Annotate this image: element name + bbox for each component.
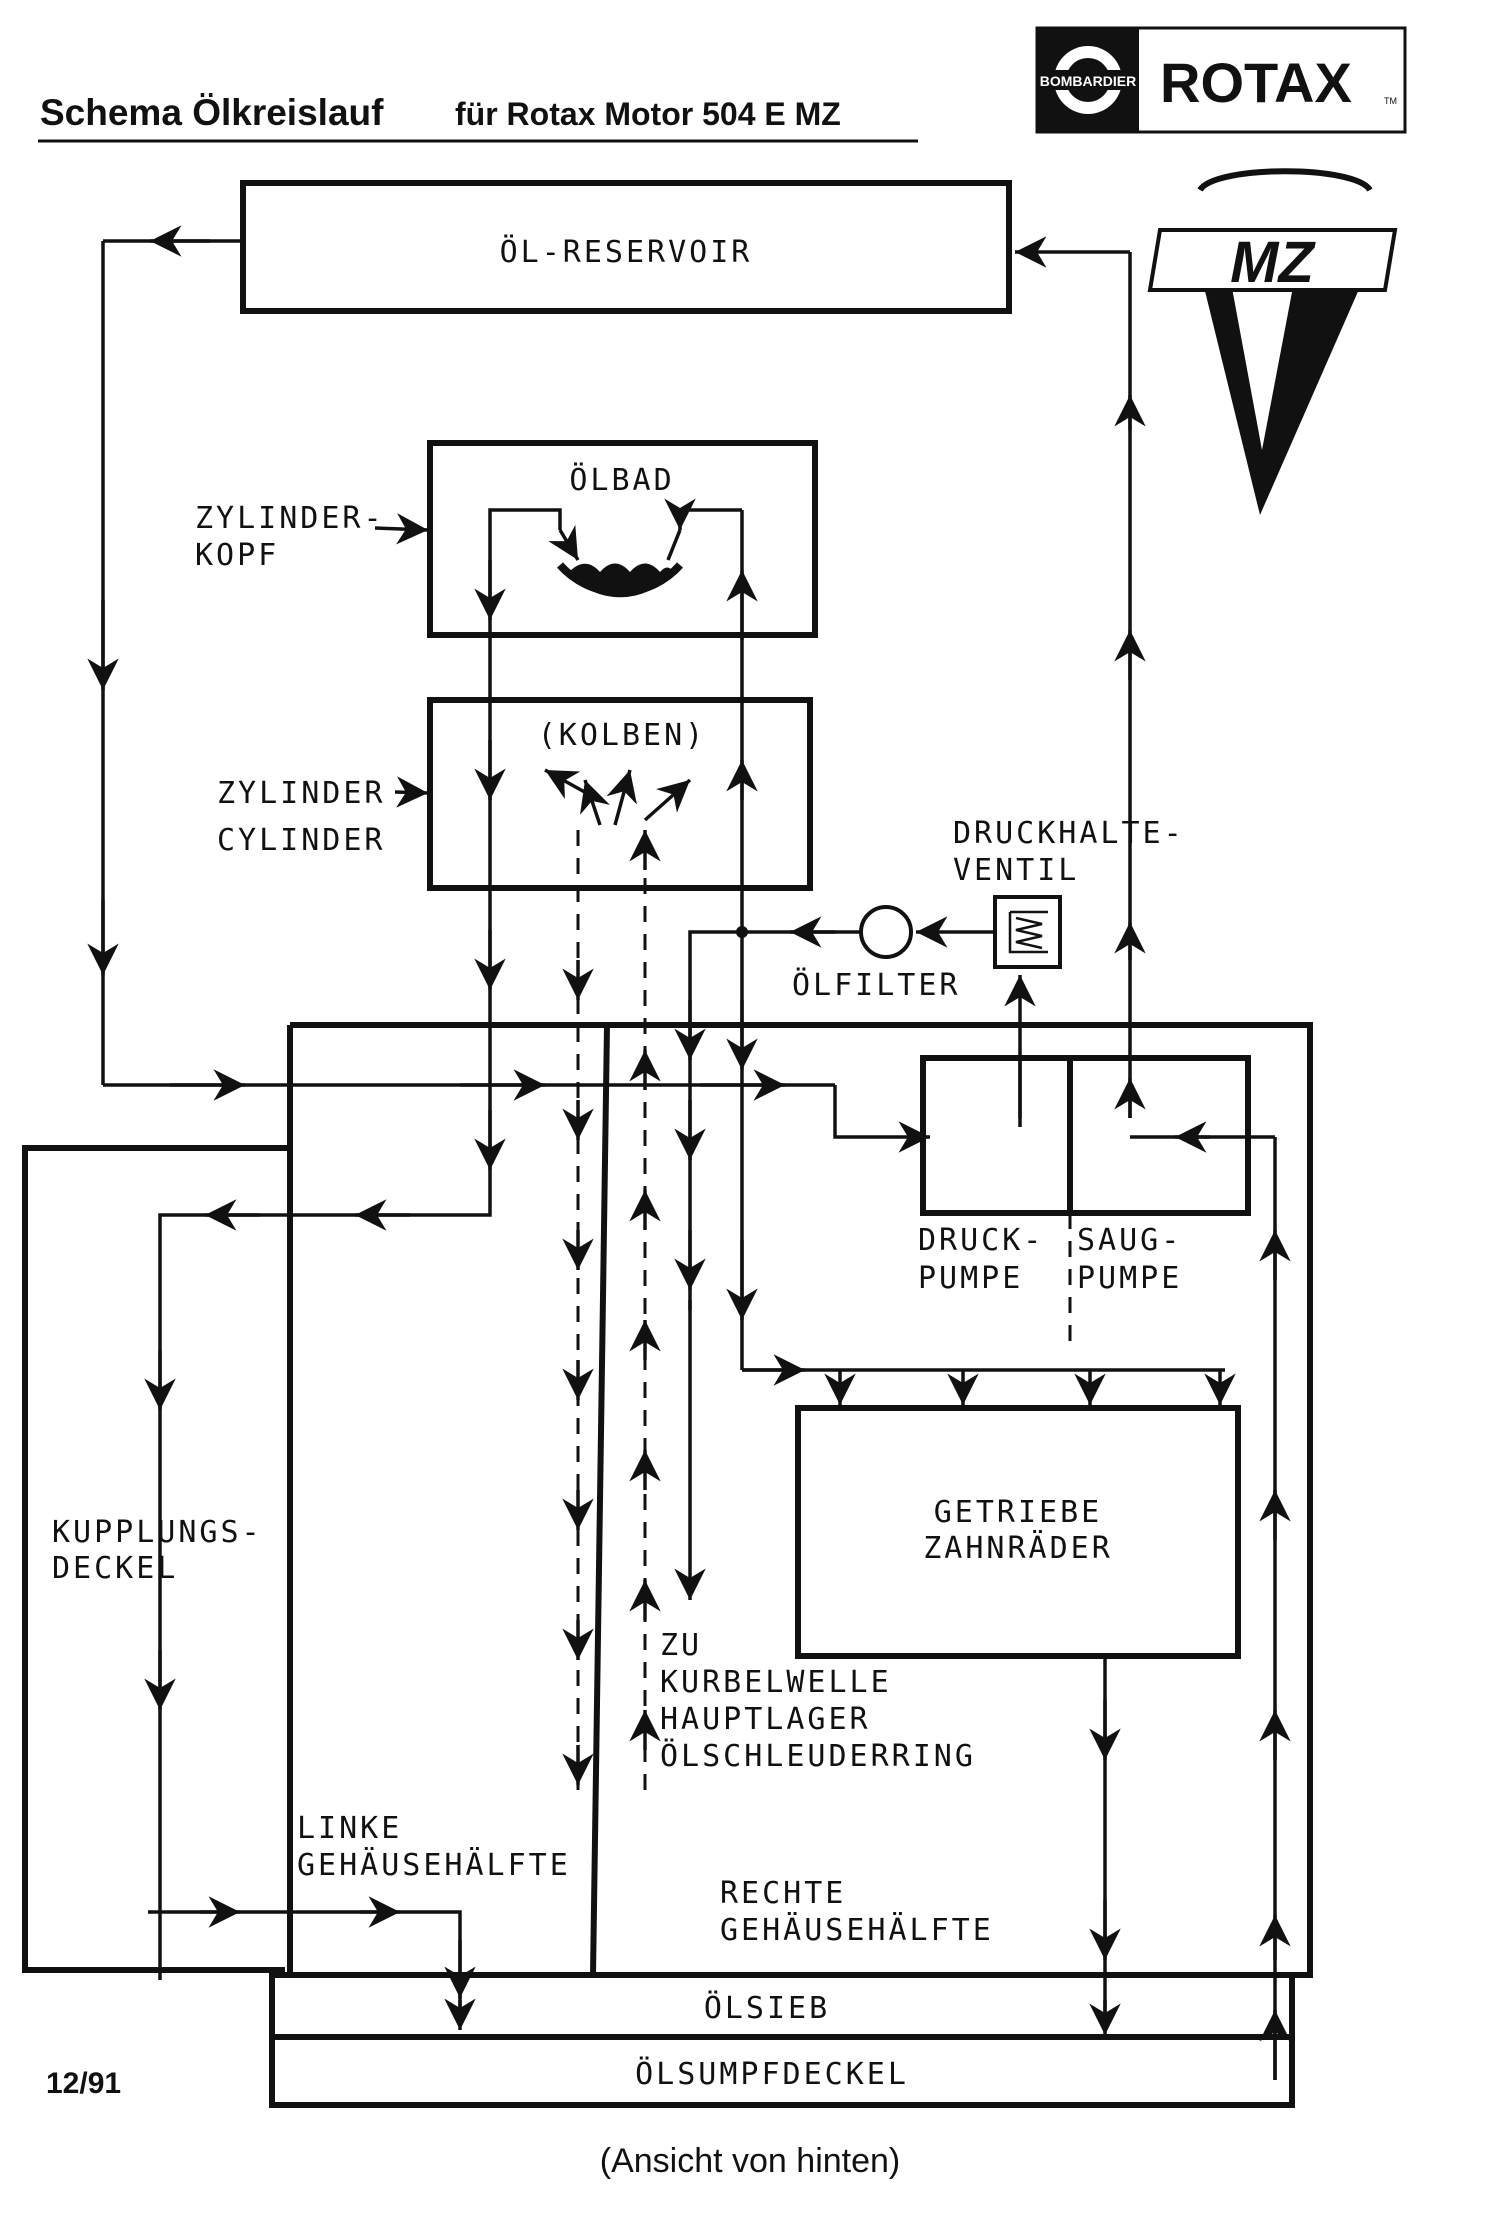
label-clutch-cover-1: KUPPLUNGS- [52, 1515, 263, 1550]
footer: 12/91 (Ansicht von hinten) [46, 2067, 900, 2180]
cylinder-head-pointer [374, 513, 429, 545]
label-right-half-2: GEHÄUSEHÄLFTE [720, 1912, 994, 1948]
clutch-cover-box [22, 1145, 290, 1973]
piston-splash-arrows [544, 768, 692, 826]
pressure-valve-icon [993, 895, 1062, 969]
oil-reservoir-box [240, 180, 1012, 314]
header: Schema Ölkreislauf für Rotax Motor 504 E… [38, 92, 918, 143]
label-gearbox-2: ZAHNRÄDER [923, 1530, 1113, 1566]
rotax-wordmark: ROTAX [1160, 51, 1352, 114]
label-piston: (KOLBEN) [538, 718, 707, 753]
date-code: 12/91 [46, 2067, 121, 2100]
oil-bath-liquid-icon [568, 563, 673, 598]
label-crank-1: ZU [660, 1628, 702, 1663]
label-clutch-cover-2: DECKEL [52, 1551, 178, 1586]
label-pressure-pump-1: DRUCK- [918, 1223, 1044, 1258]
label-cylinder-head-2: KOPF [195, 538, 279, 573]
cylinder-pointer [394, 776, 429, 808]
flow-oilbath-to-clutch [158, 508, 562, 1980]
label-oil-reservoir: ÖL-RESERVOIR [500, 234, 753, 270]
rotax-tm: TM [1384, 96, 1397, 106]
label-oil-sump-cover: ÖLSUMPFDECKEL [635, 2056, 909, 2092]
page-subtitle: für Rotax Motor 504 E MZ [455, 96, 841, 132]
housing-right-half-outline [290, 1022, 1313, 1978]
label-pressure-pump-2: PUMPE [918, 1261, 1023, 1296]
flow-to-crankshaft [688, 930, 742, 1310]
rotax-logo: BOMBARDIER ROTAX TM [1035, 26, 1407, 134]
label-gearbox-1: GETRIEBE [934, 1495, 1103, 1530]
cylinder-head-box [427, 440, 818, 638]
label-crank-3: HAUPTLAGER [660, 1702, 871, 1737]
diagram-labels: ÖL-RESERVOIR ÖLBAD ZYLINDER- KOPF (KOLBE… [52, 234, 1185, 2092]
label-oil-bath: ÖLBAD [569, 462, 674, 498]
mz-shield-arc [1197, 168, 1373, 193]
label-cylinder-head-1: ZYLINDER- [195, 501, 385, 536]
component-boxes [22, 180, 1313, 2108]
oil-filter-icon [859, 905, 913, 959]
housing-divider [590, 1024, 610, 1976]
label-cylinder-1: ZYLINDER [217, 776, 386, 811]
label-suction-pump-1: SAUG- [1077, 1223, 1182, 1258]
mz-wordmark: MZ [1230, 230, 1316, 295]
gearbox-box [795, 1405, 1241, 1659]
flow-lines [87, 225, 1291, 2080]
label-crank-4: ÖLSCHLEUDERRING [660, 1738, 976, 1774]
label-cylinder-2: CYLINDER [217, 823, 386, 858]
label-suction-pump-2: PUMPE [1077, 1261, 1182, 1296]
label-crank-2: KURBELWELLE [660, 1665, 892, 1700]
oil-sump-cover-box [269, 2034, 1295, 2108]
page-title: Schema Ölkreislauf [40, 92, 384, 133]
valve-spring-icon [1008, 910, 1048, 954]
label-left-half-2: GEHÄUSEHÄLFTE [297, 1847, 571, 1883]
label-right-half-1: RECHTE [720, 1876, 846, 1911]
label-left-half-1: LINKE [297, 1811, 402, 1846]
label-oil-strainer: ÖLSIEB [704, 1990, 830, 2026]
label-pressure-valve-2: VENTIL [953, 853, 1079, 888]
view-note: (Ansicht von hinten) [600, 2142, 901, 2180]
label-oil-filter: ÖLFILTER [792, 967, 961, 1003]
mz-logo: MZ [1147, 168, 1398, 515]
label-pressure-valve-1: DRUCKHALTE- [953, 816, 1185, 851]
bombardier-text: BOMBARDIER [1040, 73, 1136, 89]
cylinder-box [427, 697, 813, 891]
